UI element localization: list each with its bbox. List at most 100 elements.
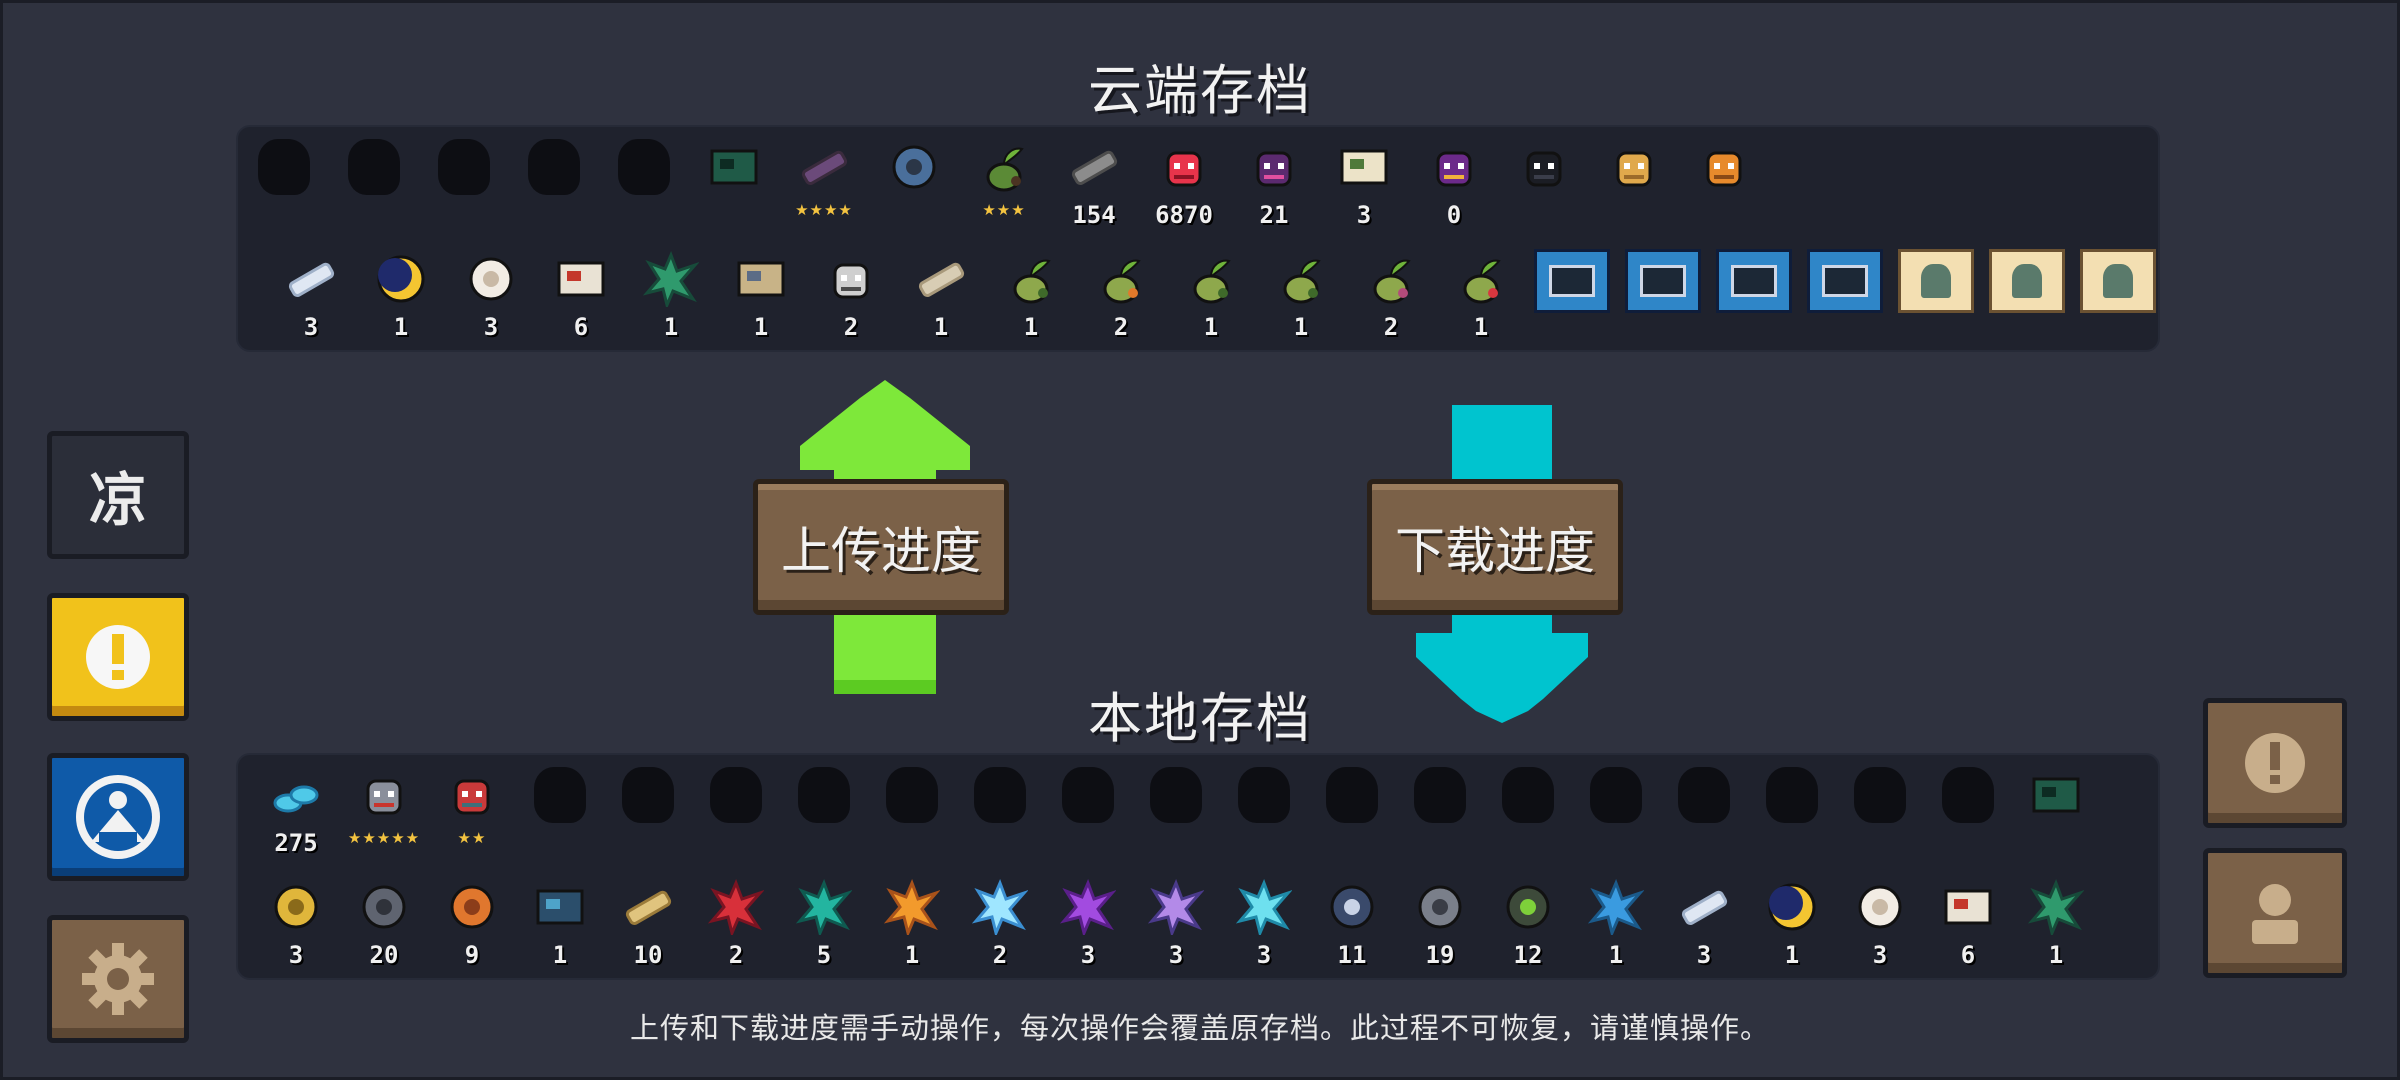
item-count: 9 [464,941,480,969]
feather-icon [281,249,341,309]
inventory-slot: 6 [1928,871,2008,981]
ice-crystal-icon [970,877,1030,937]
silhouette-locked-icon [1850,765,1910,825]
inventory-slot: 1 [520,871,600,981]
green-cabinet-icon [704,137,764,197]
silhouette-locked-icon [1410,765,1470,825]
inventory-slot [334,131,414,241]
chillyroom-logo-icon [76,775,160,859]
red-slime-icon [1154,137,1214,197]
item-count: 3 [1080,941,1096,969]
cyan-crystal-icon [1234,877,1294,937]
inventory-slot [1664,759,1744,869]
gear-icon [82,943,154,1015]
item-count: 1 [753,313,769,341]
star-rating: ★★★★★ [347,829,421,847]
beige-card-flower-icon [2080,249,2156,313]
silhouette-locked-icon [614,137,674,197]
inventory-slot: 1 [361,243,441,353]
inventory-slot: 1 [631,243,711,353]
inventory-slot [1136,759,1216,869]
exclamation-icon [86,625,150,689]
star-rating: ★★ [457,829,487,847]
item-count: 10 [633,941,663,969]
settings-button[interactable] [47,915,189,1043]
robot-head-icon [821,249,881,309]
item-count: 12 [1513,941,1543,969]
warning-notice: 上传和下载进度需手动操作，每次操作会覆盖原存档。此过程不可恢复，请谨慎操作。 [629,1011,1770,1045]
orange-dragon-icon [1694,137,1754,197]
item-count: 154 [1072,201,1116,229]
inventory-slot [1504,131,1584,241]
inventory-slot: 2 [960,871,1040,981]
inventory-slot [604,131,684,241]
item-count: 21 [1259,201,1289,229]
inventory-slot: 1 [1576,871,1656,981]
item-count: 6 [573,313,589,341]
battery-part-icon [1498,877,1558,937]
item-count: 1 [904,941,920,969]
local-save-title: 本地存档 [1088,687,1312,750]
blue-card-hammer-icon [1716,249,1792,313]
dice-card-icon [1334,137,1394,197]
inventory-slot: 1 [991,243,1071,353]
item-count: 1 [1473,313,1489,341]
item-count: 11 [1337,941,1367,969]
inventory-slot: 1 [1752,871,1832,981]
cloth-bag-icon [461,249,521,309]
inventory-slot: 275 [256,759,336,869]
item-count: 20 [369,941,399,969]
carrot-seedling-icon [1091,249,1151,309]
seedling-icon [1181,249,1241,309]
inventory-slot: 2 [1351,243,1431,353]
green-cabinet-icon [2026,765,2086,825]
fish-emblem-icon [1322,877,1382,937]
seedling-icon [1271,249,1331,309]
horned-monster-icon [1244,137,1304,197]
inventory-slot: 3 [1840,871,1920,981]
inventory-slot: ★★★ [964,131,1044,241]
silhouette-locked-icon [530,765,590,825]
item-count: 6870 [1155,201,1213,229]
beige-card-bush-icon [1898,249,1974,313]
notice-button[interactable] [47,593,189,721]
right-notice-button[interactable] [2203,698,2347,828]
silhouette-locked-icon [524,137,584,197]
cool-label: 凉 [88,466,147,534]
inventory-slot [1684,131,1764,241]
item-count: 3 [483,313,499,341]
berry-seedling-icon [1451,249,1511,309]
inventory-slot [960,759,1040,869]
item-count: 1 [552,941,568,969]
item-count: 1 [1023,313,1039,341]
upload-progress-button[interactable]: 上传进度 [753,479,1009,615]
star-rating: ★★★★ [795,201,853,219]
blue-leaf-icon [1586,877,1646,937]
inventory-slot: 19 [1400,871,1480,981]
inventory-slot [514,131,594,241]
gear-part-icon [1410,877,1470,937]
cool-mode-button[interactable]: 凉 [47,431,189,559]
inventory-slot [608,759,688,869]
download-progress-button[interactable]: 下载进度 [1367,479,1623,615]
item-count: 1 [1203,313,1219,341]
silhouette-locked-icon [254,137,314,197]
orange-leaf-icon [882,877,942,937]
inventory-slot: 3 [1224,871,1304,981]
item-count: 2 [1383,313,1399,341]
chillyroom-button[interactable] [47,753,189,881]
inventory-slot: ★★★★ [784,131,864,241]
profile-button[interactable] [2203,848,2347,978]
inventory-slot [2016,759,2096,869]
inventory-slot: 154 [1054,131,1134,241]
item-count: 1 [2048,941,2064,969]
blue-card-machine-icon [1534,249,1610,313]
potted-sprout-icon [974,137,1034,197]
inventory-slot: 1 [1261,243,1341,353]
green-crystal-icon [2026,877,2086,937]
item-count: 3 [1256,941,1272,969]
inventory-slot: 3 [451,243,531,353]
